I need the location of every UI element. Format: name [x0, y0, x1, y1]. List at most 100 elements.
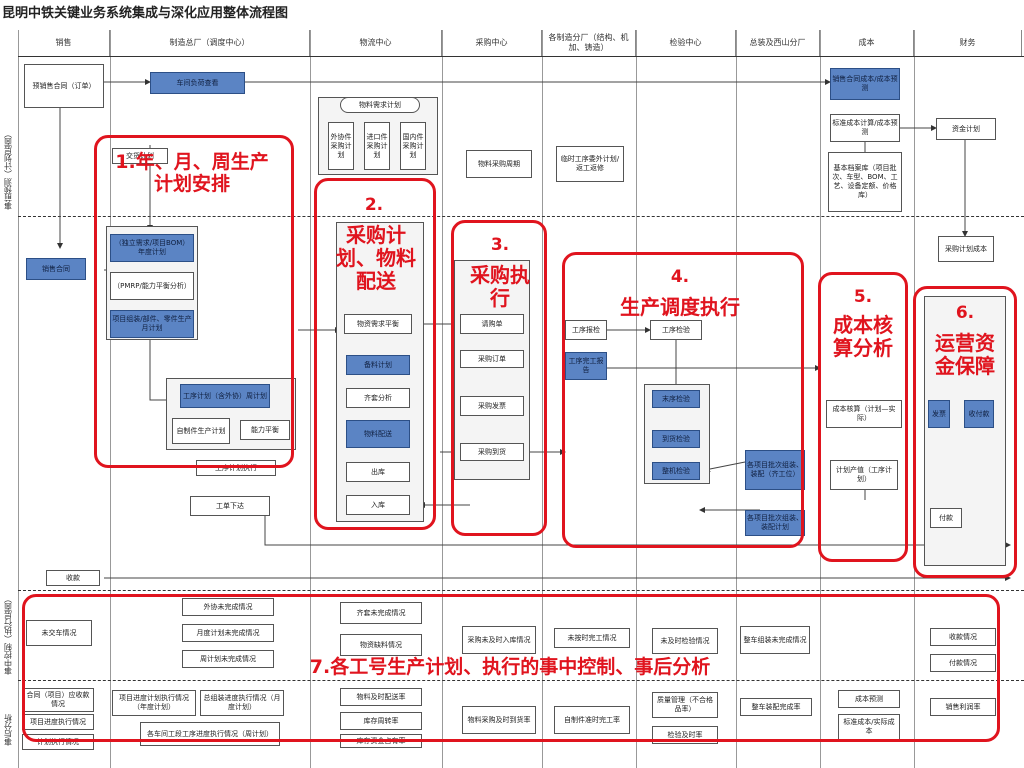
weekly-plan-incomplete-report: 周计划未完成情况 [182, 650, 274, 668]
highlight-cost [818, 272, 908, 562]
label-dispatch-number: 4. [670, 267, 690, 287]
material-shortage-report: 物资缺料情况 [340, 634, 422, 656]
purchase-plan-cost-node: 采购计划成本 [938, 236, 994, 262]
pmrp-node: （PMRP/能力平衡分析） [110, 272, 194, 300]
machine-inspection-node: 整机检验 [652, 462, 700, 480]
label-fund-number: 6. [955, 303, 975, 323]
label-purchase-plan: 采购计划、物料配送 [336, 223, 416, 293]
highlight-control-analysis [22, 594, 1000, 742]
workshop-load-node: 车间负荷查看 [150, 72, 245, 94]
label-purchase-plan-number: 2. [364, 195, 384, 215]
cost-accounting-node: 成本核算（计划—实际） [826, 400, 902, 428]
label-purchase-execution-number: 3. [490, 235, 510, 255]
payment-status-report: 付款情况 [930, 654, 996, 672]
highlight-production-plan [94, 135, 294, 468]
batch-assembly-node: 各项目批次组装、装配（齐工位） [745, 450, 805, 490]
label-purchase-execution: 采购执行 [470, 263, 530, 310]
kit-incomplete-report: 齐套未完成情况 [340, 602, 422, 624]
temp-outsource-node: 临时工序委外计划/返工返修 [556, 146, 624, 182]
column-header-cost: 成本 [820, 30, 914, 56]
process-inspection-node: 工序检验 [650, 320, 702, 340]
sales-contract-node: 销售合同 [26, 258, 86, 280]
material-requirement-node: 物料需求计划 [340, 97, 420, 113]
grid-line [110, 30, 111, 768]
grid-line [636, 30, 637, 768]
label-production-plan: 1.年、月、周生产计划安排 [115, 151, 269, 195]
header-divider [18, 56, 1024, 57]
outsource-incomplete-report: 外协未完成情况 [182, 598, 274, 616]
material-balance-node: 物资需求平衡 [344, 314, 412, 334]
requisition-node: 请购单 [460, 314, 524, 334]
weekly-workshop-report: 各车间工段工序进度执行情况（周计划） [140, 722, 280, 746]
purchase-arrival-rate-report: 物料采购及时到货率 [462, 706, 536, 734]
row-divider [18, 680, 1024, 681]
sales-contract-cost-node: 销售合同成本/成本预测 [830, 68, 900, 100]
material-purchase-cycle-node: 物料采购周期 [466, 150, 532, 178]
purchase-arrival-node: 采购到货 [460, 443, 524, 461]
self-made-completion-rate-report: 自制件准时完工率 [554, 706, 630, 734]
late-inspection-report: 未及时检验情况 [652, 628, 718, 654]
cost-forecast-report: 成本预测 [838, 690, 900, 708]
invoice-node: 发票 [928, 400, 950, 428]
column-header-assembly: 总装及西山分厂 [736, 30, 820, 56]
monthly-plan-node: 项目组装/部件、零件生产月计划 [110, 310, 194, 338]
arrival-inspection-node: 到货检验 [652, 430, 700, 448]
grid-line [736, 30, 737, 768]
planned-output-node: 计划产值（工序计划） [830, 460, 898, 490]
grid-line [310, 30, 311, 768]
purchase-invoice-node: 采购发票 [460, 396, 524, 416]
highlight-purchase-plan [314, 178, 436, 530]
label-cost: 成本核算分析 [833, 313, 893, 360]
inventory-turnover-report: 库存周转率 [340, 712, 422, 730]
outbound-node: 出库 [346, 462, 410, 482]
column-header-finance: 财务 [914, 30, 1022, 56]
capacity-balance-node: 能力平衡 [240, 420, 290, 440]
payment-node: 付款 [930, 508, 962, 528]
delivery-plan-node: 交货计划 [112, 148, 168, 164]
fund-plan-node: 资金计划 [936, 118, 996, 140]
page-title: 昆明中铁关键业务系统集成与深化应用整体流程图 [2, 6, 289, 21]
grid-line [18, 30, 19, 768]
label-control-analysis: 7.各工号生产计划、执行的事中控制、事后分析 [309, 656, 711, 678]
process-completion-node: 工序完工报告 [565, 352, 607, 380]
monthly-plan-incomplete-report: 月度计划未完成情况 [182, 624, 274, 642]
standard-cost-node: 标准成本计算/成本预测 [830, 114, 900, 142]
purchase-late-report: 采购未及时入库情况 [462, 626, 536, 654]
profit-margin-report: 销售利润率 [930, 698, 996, 716]
final-process-inspection-node: 末序检验 [652, 390, 700, 408]
grid-line [442, 30, 443, 768]
process-report-node: 工序报检 [565, 320, 607, 340]
outsourced-purchase-node: 外协件采购计划 [328, 122, 354, 170]
process-weekly-plan-node: 工序计划（含外协）周计划 [180, 384, 270, 408]
label-dispatch: 生产调度执行 [620, 295, 740, 319]
annual-progress-report: 项目进度计划执行情况（年度计划） [112, 690, 196, 716]
label-fund: 运营资金保障 [935, 331, 995, 378]
column-header-branch-factories: 各制造分厂（结构、机加、铸造） [542, 30, 636, 56]
label-cost-number: 5. [853, 287, 873, 307]
row-divider [18, 216, 1024, 217]
inbound-node: 入库 [346, 495, 410, 515]
column-header-inspection: 检验中心 [636, 30, 736, 56]
receipt-payment-node: 收付款 [964, 400, 994, 428]
stock-plan-node: 备料计划 [346, 355, 410, 375]
column-header-sales: 销售 [18, 30, 110, 56]
material-delivery-node: 物料配送 [346, 420, 410, 448]
collection-status-report: 收款情况 [930, 628, 996, 646]
collection-node: 收款 [46, 570, 100, 586]
delivery-rate-report: 物料及时配送率 [340, 688, 422, 706]
self-made-plan-node: 自制件生产计划 [172, 418, 230, 444]
import-purchase-node: 进口件采购计划 [364, 122, 390, 170]
batch-assembly-plan-node: 各项目批次组装、装配计划 [745, 510, 805, 536]
assembly-incomplete-report: 整车组装未完成情况 [740, 626, 810, 654]
row-divider [18, 590, 1024, 591]
kit-analysis-node: 齐套分析 [346, 388, 410, 408]
highlight-dispatch [562, 252, 804, 548]
undelivered-cars-report: 未交车情况 [26, 620, 92, 646]
work-order-node: 工单下达 [190, 496, 270, 516]
column-header-manufacturing: 制造总厂（调度中心） [110, 30, 310, 56]
highlight-purchase-execution [451, 220, 547, 536]
quality-rate-report: 质量管理（不合格品率） [652, 692, 718, 718]
grid-line [542, 30, 543, 768]
assembly-completion-rate-report: 整车装配完成率 [740, 698, 812, 716]
base-archive-node: 基本档案库（项目批次、车型、BOM、工艺、设备定额、价格库） [828, 152, 902, 212]
